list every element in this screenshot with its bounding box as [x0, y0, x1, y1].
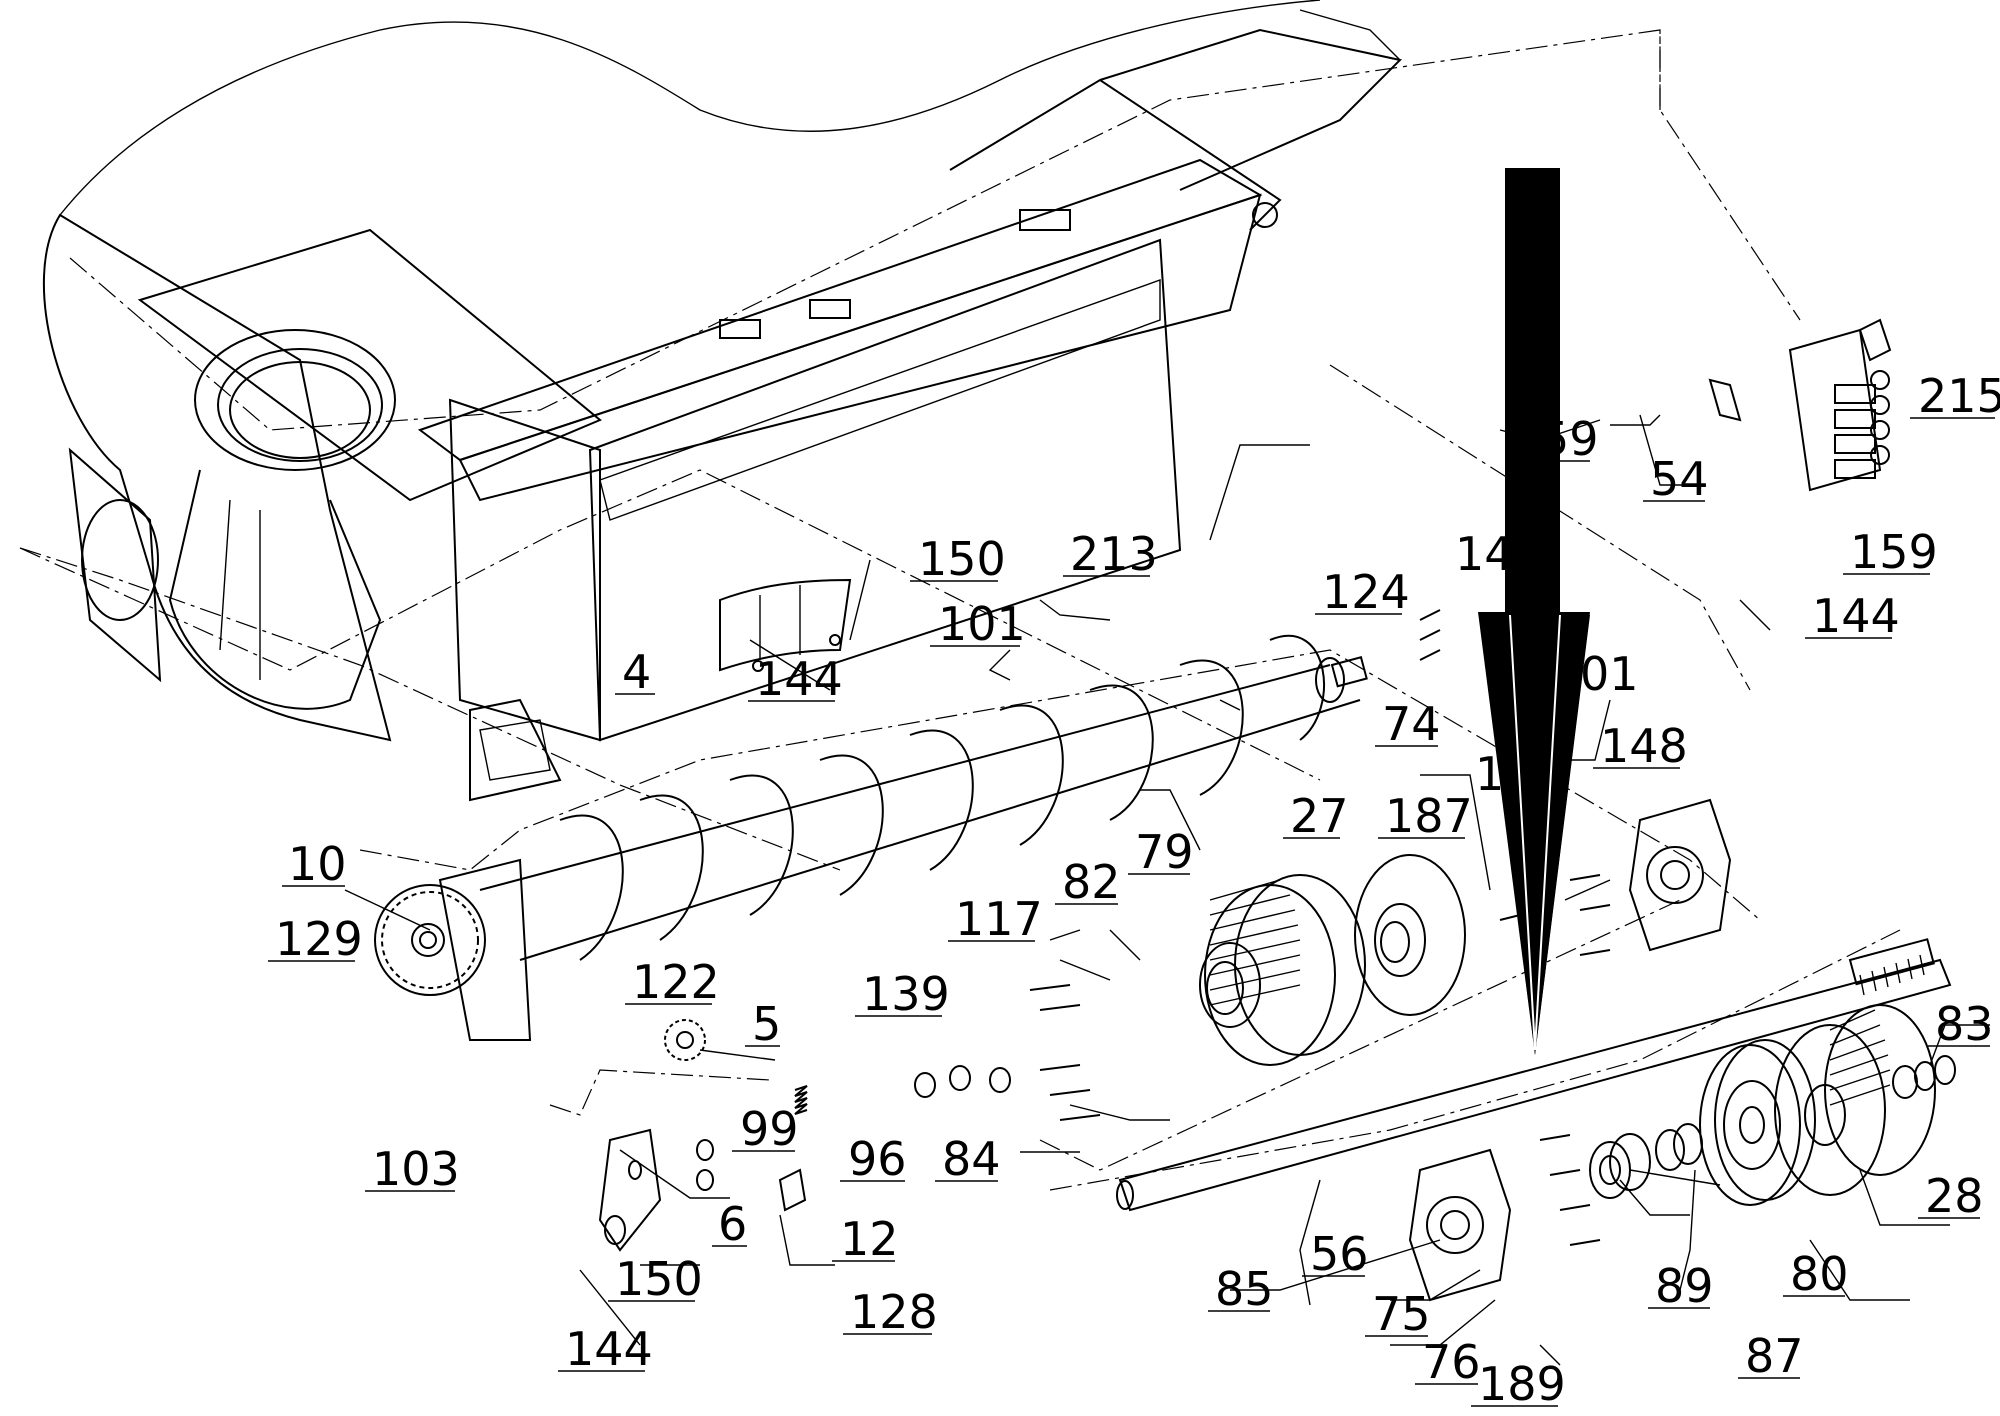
feeder-housing [42, 0, 1403, 802]
callout-122: 122 [632, 955, 720, 1009]
callout-82: 82 [1062, 855, 1121, 909]
flange-27 [1354, 854, 1466, 1016]
callout-215: 215 [1918, 369, 2000, 423]
callout-187: 187 [1385, 789, 1473, 843]
callout-76: 76 [1422, 1335, 1481, 1389]
fasteners [914, 609, 1611, 1246]
callout-99: 99 [740, 1102, 799, 1156]
bearing-148 [1628, 798, 1732, 952]
callout-144: 144 [565, 1322, 653, 1376]
callout-56: 56 [1310, 1227, 1369, 1281]
callout-partial-01: 01 [1580, 647, 1639, 701]
callout-129: 129 [275, 912, 363, 966]
callout-54: 54 [1650, 452, 1709, 506]
pulleys [1199, 798, 1956, 1302]
washers-83 [1892, 1055, 1956, 1099]
pulley-28 [1774, 1004, 1936, 1196]
callout-6: 6 [718, 1197, 747, 1251]
callout-101: 101 [938, 597, 1026, 651]
callout-103: 103 [372, 1142, 460, 1196]
callout-10: 10 [288, 837, 347, 891]
callout-150: 150 [918, 532, 1006, 586]
callout-5: 5 [752, 997, 781, 1051]
callout-89: 89 [1655, 1259, 1714, 1313]
pulley-79 [1199, 874, 1366, 1066]
callout-79: 79 [1135, 825, 1194, 879]
callout-144-housing: 144 [755, 652, 843, 706]
arrow-down-overlay [1478, 168, 1590, 1055]
callout-159: 159 [1850, 525, 1938, 579]
tensioner-assembly [598, 1019, 808, 1252]
callout-28: 28 [1925, 1169, 1984, 1223]
auger-assembly [374, 634, 1368, 1041]
callout-27: 27 [1290, 789, 1349, 843]
callout-124: 124 [1322, 565, 1410, 619]
callout-75: 75 [1372, 1287, 1431, 1341]
leader-lines [344, 414, 1990, 1366]
pulley-80 [1699, 1039, 1816, 1206]
callout-87: 87 [1745, 1329, 1804, 1383]
sleeve-87 [1655, 1123, 1703, 1171]
callout-148: 148 [1600, 719, 1688, 773]
callout-139: 139 [862, 967, 950, 1021]
callout-189: 189 [1478, 1357, 1566, 1411]
bush-89 [1589, 1133, 1651, 1199]
cover-plate-4 [719, 559, 871, 672]
callout-83: 83 [1935, 997, 1994, 1051]
callout-74: 74 [1382, 697, 1441, 751]
callout-4: 4 [622, 645, 651, 699]
callout-labels: 4 5 6 10 12 27 28 54 56 59 74 75 76 79 8… [268, 369, 2000, 1411]
callout-128: 128 [850, 1285, 938, 1339]
bearing-56 [1408, 1148, 1512, 1302]
callout-144-valve: 144 [1812, 589, 1900, 643]
callout-80: 80 [1790, 1247, 1849, 1301]
group-boundaries [19, 29, 1901, 1191]
callout-213: 213 [1070, 527, 1158, 581]
callout-12: 12 [840, 1212, 899, 1266]
callout-84: 84 [942, 1132, 1001, 1186]
callout-150-lower: 150 [615, 1252, 703, 1306]
drive-shaft-85 [1116, 938, 1952, 1212]
valve-block-215 [1708, 318, 1892, 492]
callout-117: 117 [955, 892, 1043, 946]
callout-partial-14: 14 [1455, 527, 1514, 581]
callout-96: 96 [848, 1132, 907, 1186]
callout-85: 85 [1215, 1262, 1274, 1316]
